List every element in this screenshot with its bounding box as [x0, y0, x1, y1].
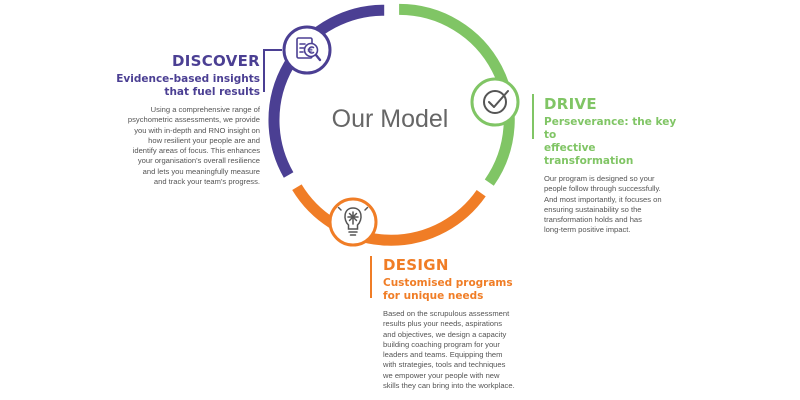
magnifier-document-euro-icon	[296, 37, 322, 62]
discover-node	[282, 25, 332, 75]
drive-block: DRIVE Perseverance: the key to effective…	[544, 95, 684, 236]
discover-title: DISCOVER	[172, 52, 260, 70]
discover-rule	[263, 49, 282, 92]
design-arc	[292, 184, 486, 246]
check-circle-icon	[483, 90, 509, 114]
design-subtitle: Customised programs for unique needs	[383, 277, 513, 302]
discover-subtitle: Evidence-based insights that fuel result…	[116, 73, 260, 98]
design-node	[328, 197, 378, 247]
center-title: Our Model	[332, 105, 449, 133]
design-title: DESIGN	[383, 256, 449, 274]
drive-body: Our program is designed so your people f…	[544, 174, 662, 235]
design-block: DESIGN Customised programs for unique ne…	[383, 256, 531, 391]
drive-subtitle: Perseverance: the key to effective trans…	[544, 116, 677, 167]
drive-arc	[399, 3, 515, 186]
drive-node	[470, 77, 520, 127]
design-body: Based on the scrupulous assessment resul…	[383, 309, 515, 391]
discover-body: Using a comprehensive range of psychomet…	[127, 105, 260, 187]
discover-block: DISCOVER Evidence-based insights that fu…	[95, 52, 260, 187]
lightbulb-icon	[337, 206, 369, 236]
drive-title: DRIVE	[544, 95, 597, 113]
